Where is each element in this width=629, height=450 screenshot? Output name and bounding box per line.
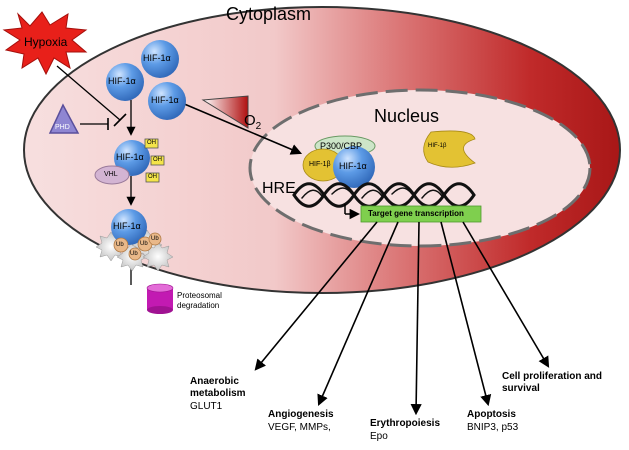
ubiquitin-ball bbox=[128, 247, 142, 261]
dna-helix bbox=[292, 182, 476, 208]
hif1a-nuclear-molecule bbox=[333, 146, 375, 188]
p300-cbp-label: P300/CBP bbox=[320, 141, 363, 151]
hif1a-molecule bbox=[106, 63, 144, 101]
hif1a-label: HIF-1α bbox=[151, 95, 179, 105]
ub-label: Ub bbox=[140, 241, 148, 247]
hif1a-hydroxylated-molecule bbox=[114, 140, 150, 176]
ub-label: Ub bbox=[130, 251, 138, 257]
hif-nuclear-translocation-arrow bbox=[181, 102, 303, 155]
hypoxia-label: Hypoxia bbox=[24, 35, 68, 49]
angiogenesis-genes: VEGF, MMPs, bbox=[268, 422, 331, 433]
ubiquitin-ball bbox=[113, 237, 129, 253]
proteasome-icon bbox=[146, 283, 174, 314]
hif1b-label: HIF-1β bbox=[309, 161, 331, 168]
anaerobic-genes: GLUT1 bbox=[190, 401, 223, 412]
arrow-apoptosis bbox=[440, 221, 492, 407]
hif1a-molecule bbox=[148, 82, 186, 120]
hypoxia-inhibit-bar bbox=[113, 113, 127, 127]
oxygen-gradient-wedge bbox=[201, 95, 249, 129]
hre-label: HRE bbox=[262, 180, 296, 197]
target-gene-box bbox=[360, 205, 482, 223]
phd-triangle-icon bbox=[48, 103, 80, 134]
oh-group bbox=[144, 138, 159, 149]
oh-group bbox=[150, 155, 165, 166]
arrow-erythropoiesis bbox=[410, 221, 422, 416]
anaerobic-title-line1: Anaerobic bbox=[190, 376, 239, 387]
angiogenesis-title: Angiogenesis bbox=[268, 409, 334, 420]
arrow-proliferation bbox=[462, 221, 550, 368]
anaerobic-title-line2: metabolism bbox=[190, 388, 246, 399]
o2-text: O bbox=[244, 112, 256, 129]
vhl-label: VHL bbox=[104, 171, 118, 178]
proteosomal-degradation-label-line2: degradation bbox=[177, 301, 220, 310]
phd-label: PHD bbox=[55, 124, 70, 131]
vhl-protein bbox=[94, 165, 130, 185]
oh-label: OH bbox=[148, 174, 157, 180]
oh-label: OH bbox=[147, 140, 156, 146]
ub-label: Ub bbox=[151, 236, 159, 242]
hif1b-free-label: HIF-1β bbox=[428, 143, 447, 149]
hif1a-molecule bbox=[141, 40, 179, 78]
nucleus-label: Nucleus bbox=[374, 106, 440, 126]
proliferation-title-line1: Cell proliferation and bbox=[502, 371, 603, 382]
hif1a-label: HIF-1α bbox=[108, 76, 136, 86]
hif1a-nuclear-label: HIF-1α bbox=[339, 161, 367, 171]
target-gene-label: Target gene transcription bbox=[368, 209, 464, 218]
hif1a-label: HIF-1α bbox=[113, 221, 141, 231]
hypoxia-inhibit-line bbox=[56, 65, 121, 121]
cytoplasm-label: Cytoplasm bbox=[226, 4, 312, 24]
ubiquitin-ball bbox=[148, 232, 162, 246]
apoptosis-genes: BNIP3, p53 bbox=[467, 422, 519, 433]
proliferation-title-line2: survival bbox=[502, 383, 540, 394]
hif1a-ubiquitinated-molecule bbox=[111, 209, 147, 245]
hif1a-label: HIF-1α bbox=[143, 53, 171, 63]
o2-subscript: 2 bbox=[255, 121, 262, 132]
o2-label: O2 bbox=[244, 112, 261, 133]
hif1b-free-subunit bbox=[423, 130, 476, 168]
hif1a-label: HIF-1α bbox=[116, 152, 144, 162]
erythropoiesis-title: Erythropoiesis bbox=[370, 418, 441, 429]
oh-label: OH bbox=[153, 157, 162, 163]
apoptosis-title: Apoptosis bbox=[467, 409, 516, 420]
erythropoiesis-genes: Epo bbox=[370, 431, 388, 442]
ub-label: Ub bbox=[116, 242, 124, 248]
arrow-anaerobic bbox=[254, 221, 378, 371]
arrow-angiogenesis bbox=[317, 221, 399, 407]
oh-group bbox=[145, 172, 160, 183]
hypoxia-burst-icon bbox=[2, 11, 88, 76]
proteosomal-degradation-label-line1: Proteosomal bbox=[177, 291, 222, 300]
